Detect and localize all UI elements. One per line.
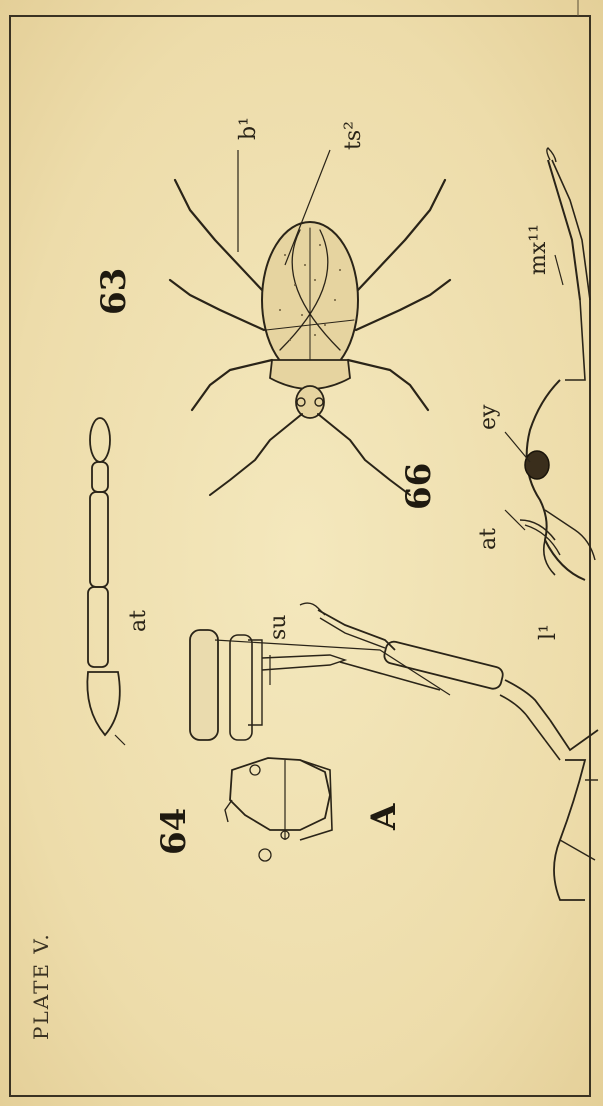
- plate-border: [10, 16, 590, 1096]
- figure-number-64: 64: [154, 808, 194, 855]
- figure-63-bug: [170, 180, 450, 495]
- figure-number-63: 63: [94, 268, 134, 315]
- label-at-64: at: [126, 610, 151, 632]
- figure-64-antenna: [87, 418, 125, 745]
- label-ey: ey: [476, 404, 501, 430]
- label-at-66: at: [476, 528, 501, 550]
- label-l1: l¹: [536, 624, 561, 640]
- bug-pronotum: [270, 360, 350, 389]
- leader-mx: [555, 255, 563, 285]
- figure-66-head: [520, 148, 595, 580]
- figure-number-66: 66: [399, 463, 439, 510]
- label-b1: b¹: [236, 117, 261, 140]
- figure-64-head: [225, 758, 332, 861]
- bug-head: [296, 386, 324, 418]
- label-ts2: ts²: [341, 121, 366, 150]
- label-mx11: mx¹¹: [526, 224, 551, 275]
- label-su: su: [266, 615, 291, 640]
- label-A: A: [364, 803, 404, 831]
- plate-title: PLATE V.: [29, 932, 53, 1040]
- compound-eye: [525, 451, 549, 479]
